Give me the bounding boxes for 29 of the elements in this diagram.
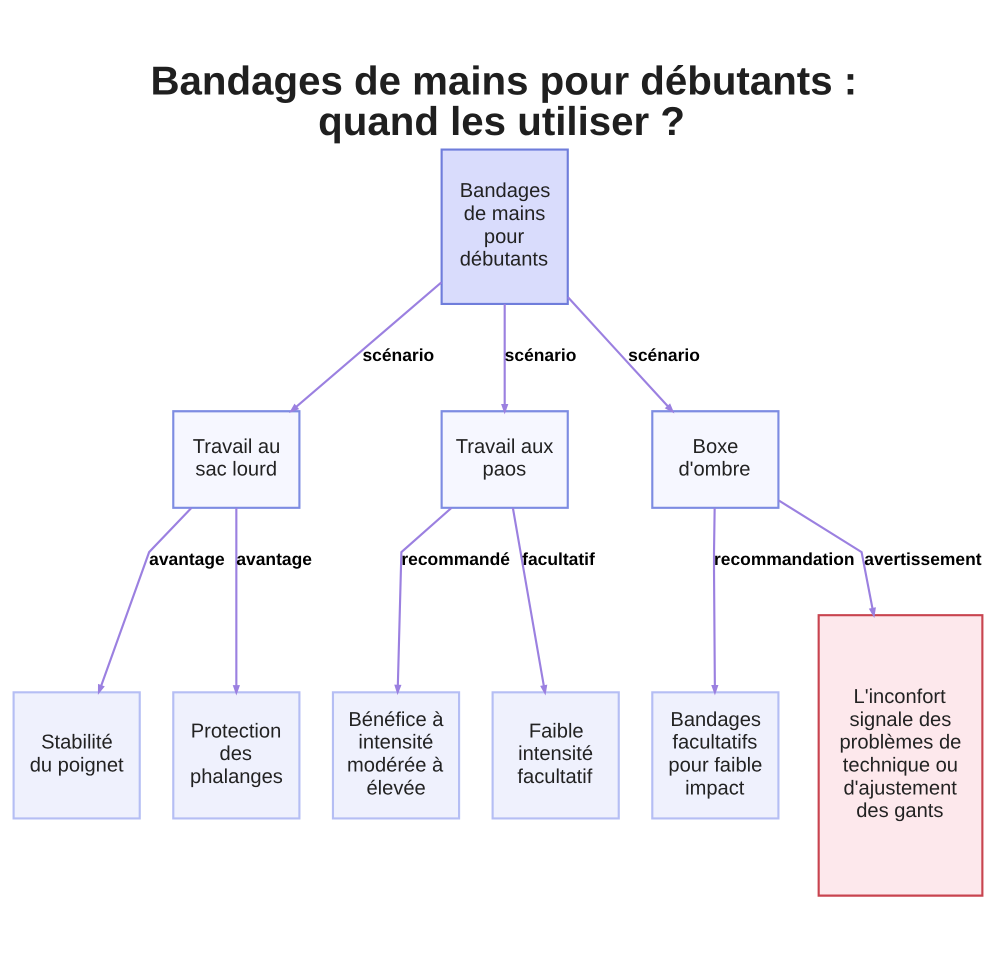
node-box: Boxe d'ombre xyxy=(651,410,780,508)
node-box: Bandages facultatifs pour faible impact xyxy=(651,690,780,820)
arrow xyxy=(98,506,192,694)
node-box: Bandages de mains pour débutants xyxy=(440,148,569,304)
node-box: Travail aux paos xyxy=(440,410,569,508)
edge-label: avantage xyxy=(149,548,225,568)
node-box: Protection des phalanges xyxy=(172,690,300,820)
arrow xyxy=(512,507,548,695)
arrow xyxy=(711,508,718,695)
edge-label: recommandation xyxy=(714,548,855,568)
edge-label: scénario xyxy=(362,344,434,364)
edge-label: avertissement xyxy=(864,548,982,568)
edge-label: facultatif xyxy=(522,548,595,568)
arrow xyxy=(567,296,674,413)
node-box: Bénéfice à intensité modérée à élevée xyxy=(332,690,460,820)
arrow xyxy=(394,506,452,695)
node-box: Faible intensité facultatif xyxy=(492,690,620,820)
arrow xyxy=(778,498,876,618)
node-box: L'inconfort signale des problèmes de technique ou d'ajustement des gants xyxy=(818,614,984,896)
node-box: Travail au sac lourd xyxy=(172,410,300,508)
arrow xyxy=(288,281,442,413)
arrow xyxy=(232,508,240,696)
arrow xyxy=(501,304,508,414)
edge-label: avantage xyxy=(236,548,312,568)
edge-label: scénario xyxy=(504,344,576,364)
diagram-title: Bandages de mains pour débutants : quand les utiliser ? xyxy=(150,58,858,144)
edge-label: scénario xyxy=(628,344,700,364)
node-box: Stabilité du poignet xyxy=(12,690,141,820)
edge-label: recommandé xyxy=(401,548,510,568)
